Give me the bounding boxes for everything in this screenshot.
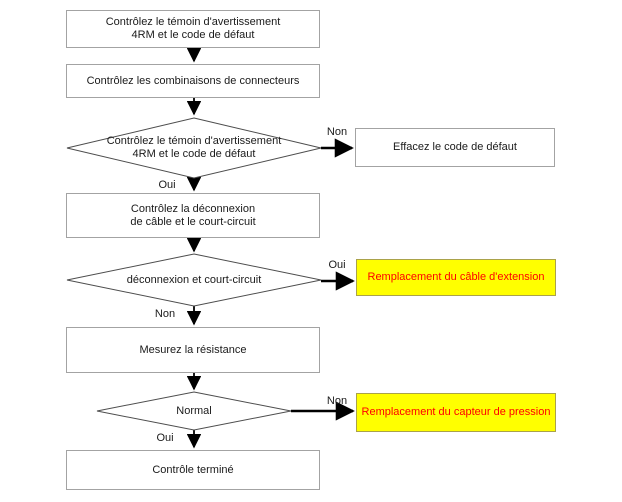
flow-box-measure-resistance-label: Mesurez la résistance (139, 343, 247, 356)
flow-box-replace-sensor: Remplacement du capteur de pression (356, 393, 556, 432)
edge-label-decision3-oui: Oui (156, 432, 174, 444)
flow-box-erase-code-label: Effacez le code de défaut (393, 141, 517, 153)
decision-diamond-disconnection (66, 253, 322, 307)
flow-box-check-connectors-label: Contrôlez les combinaisons de connecteur… (86, 74, 300, 87)
decision-diamond-normal (96, 391, 292, 431)
flow-box-erase-code: Effacez le code de défaut (355, 128, 555, 167)
edge-label-decision1-non: Non (326, 126, 348, 138)
flow-box-measure-resistance: Mesurez la résistance (66, 327, 320, 373)
flow-box-check-disconnection: Contrôlez la déconnexion de câble et le … (66, 193, 320, 238)
flow-box-check-disconnection-line1: Contrôlez la déconnexion (130, 202, 256, 215)
flow-box-check-warning-line2: 4RM et le code de défaut (131, 29, 255, 41)
flow-box-check-complete-label: Contrôle terminé (152, 463, 234, 476)
edge-label-decision2-non: Non (154, 308, 176, 320)
edge-label-decision1-oui: Oui (158, 179, 176, 191)
edge-label-decision3-non: Non (326, 395, 348, 407)
flow-box-replace-cable: Remplacement du câble d'extension (356, 259, 556, 296)
flow-box-check-warning: Contrôlez le témoin d'avertissement 4RM … (66, 10, 320, 48)
decision-diamond-warning (66, 117, 322, 179)
flow-box-check-disconnection-line2: de câble et le court-circuit (130, 215, 256, 228)
flow-box-check-complete: Contrôle terminé (66, 450, 320, 490)
flow-box-replace-sensor-label: Remplacement du capteur de pression (361, 406, 551, 418)
edge-label-decision2-oui: Oui (328, 259, 346, 271)
flow-box-check-connectors: Contrôlez les combinaisons de connecteur… (66, 64, 320, 98)
flow-box-check-warning-line1: Contrôlez le témoin d'avertissement (105, 16, 281, 28)
flow-box-replace-cable-label: Remplacement du câble d'extension (367, 271, 545, 283)
